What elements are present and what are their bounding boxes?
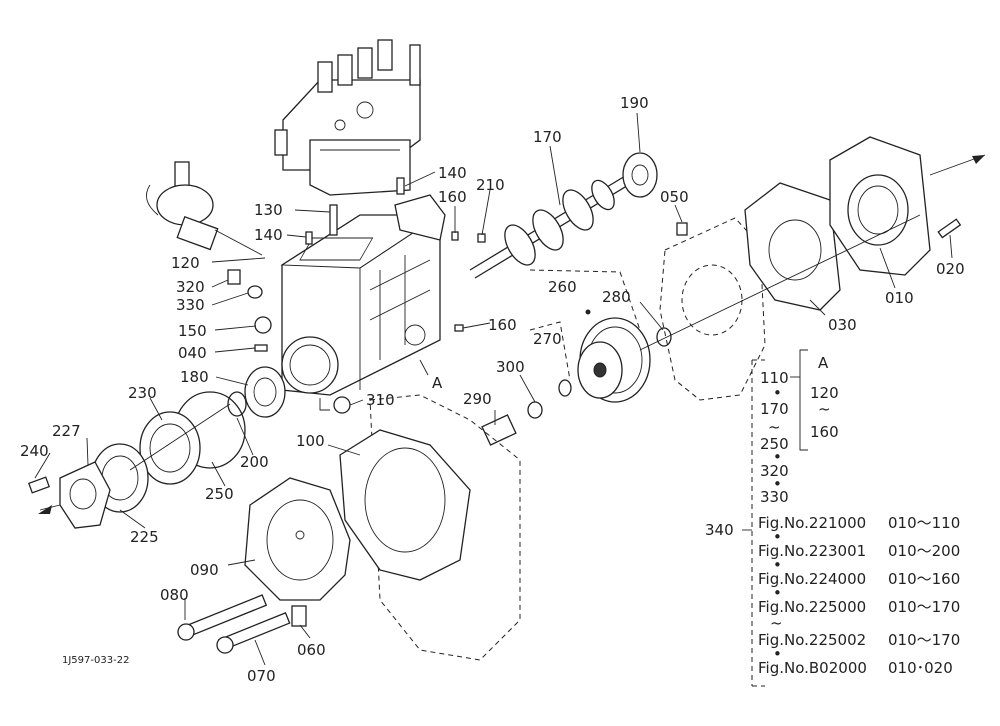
- callout-170: 170: [533, 128, 562, 146]
- legend-fig-separator: ~: [770, 614, 783, 632]
- legend-fig-separator: •: [773, 556, 782, 574]
- legend-item: 170: [760, 400, 789, 418]
- legend-fig-range: 010～110: [888, 514, 960, 532]
- callout-labels: 190 170 140 210 160 130 140 120 320 330 …: [20, 94, 965, 685]
- callout-070: 070: [247, 667, 276, 685]
- callout-200: 200: [240, 453, 269, 471]
- callout-040: 040: [178, 344, 207, 362]
- callout-225: 225: [130, 528, 159, 546]
- callout-120: 120: [171, 254, 200, 272]
- legend-fig-range: 010～200: [888, 542, 960, 560]
- callout-160: 160: [488, 316, 517, 334]
- legend-item: 110: [760, 369, 789, 387]
- bearing-seal: [227, 366, 286, 418]
- callout-090: 090: [190, 561, 219, 579]
- legend-fig-number: Fig.No.224000: [758, 570, 866, 588]
- callout-210: 210: [476, 176, 505, 194]
- legend-fig-number: Fig.No.221000: [758, 514, 866, 532]
- callout-250: 250: [205, 485, 234, 503]
- callout-010: 010: [885, 289, 914, 307]
- callout-130: 130: [254, 201, 283, 219]
- callout-330: 330: [176, 296, 205, 314]
- axis-lines: [129, 214, 921, 471]
- small-parts-left: [227, 177, 464, 414]
- callout-310: 310: [366, 391, 395, 409]
- callout-A: A: [432, 374, 443, 392]
- legend-group-a-label: A: [818, 354, 829, 372]
- injection-pump-head: [274, 39, 421, 196]
- legend-group-a-item: 160: [810, 423, 839, 441]
- legend-item: 250: [760, 435, 789, 453]
- legend-fig-range: 010～170: [888, 631, 960, 649]
- callout-300: 300: [496, 358, 525, 376]
- legend-fig-separator: •: [773, 645, 782, 663]
- callout-080: 080: [160, 586, 189, 604]
- drive-case: [177, 394, 521, 661]
- legend-assembly-number: 340: [705, 521, 734, 539]
- legend-fig-number: Fig.No.225002: [758, 631, 866, 649]
- legend-fig-number: Fig.No.223001: [758, 542, 866, 560]
- callout-180: 180: [180, 368, 209, 386]
- callout-140: 140: [438, 164, 467, 182]
- callout-227: 227: [52, 422, 81, 440]
- callout-320: 320: [176, 278, 205, 296]
- parts-legend: A 120 ~ 160 110 • 170 ~ 250 • 320 • 330 …: [705, 349, 960, 687]
- legend-item: ~: [768, 418, 781, 436]
- legend-group-a-item: 120: [810, 384, 839, 402]
- diagram-code: 1J597-033-22: [62, 655, 129, 666]
- legend-item: •: [773, 475, 782, 493]
- end-cover-stack: [27, 391, 246, 529]
- callout-290: 290: [463, 390, 492, 408]
- camshaft: [469, 152, 658, 279]
- legend-group-a-item: ~: [818, 400, 831, 418]
- callout-190: 190: [620, 94, 649, 112]
- callout-140: 140: [254, 226, 283, 244]
- callout-270: 270: [533, 330, 562, 348]
- leader-lines: [34, 112, 953, 666]
- callout-280: 280: [602, 288, 631, 306]
- callout-100: 100: [296, 432, 325, 450]
- legend-item: 330: [760, 488, 789, 506]
- callout-230: 230: [128, 384, 157, 402]
- callout-030: 030: [828, 316, 857, 334]
- callout-240: 240: [20, 442, 49, 460]
- legend-fig-range: 010～160: [888, 570, 960, 588]
- callout-050: 050: [660, 188, 689, 206]
- legend-fig-separator: •: [773, 584, 782, 602]
- callout-060: 060: [297, 641, 326, 659]
- pump-housing: [280, 194, 446, 396]
- callout-160: 160: [438, 188, 467, 206]
- legend-fig-number: Fig.No.225000: [758, 598, 866, 616]
- gear-assembly: [481, 309, 672, 446]
- legend-fig-range: 010･020: [888, 659, 953, 677]
- callout-020: 020: [936, 260, 965, 278]
- right-plates: [659, 136, 986, 401]
- legend-item: •: [773, 448, 782, 466]
- legend-fig-range: 010～170: [888, 598, 960, 616]
- legend-fig-separator: •: [773, 528, 782, 546]
- callout-260: 260: [548, 278, 577, 296]
- legend-item: •: [773, 384, 782, 402]
- legend-item: 320: [760, 462, 789, 480]
- callout-150: 150: [178, 322, 207, 340]
- legend-fig-number: Fig.No.B02000: [758, 659, 867, 677]
- feed-pump: [145, 161, 263, 256]
